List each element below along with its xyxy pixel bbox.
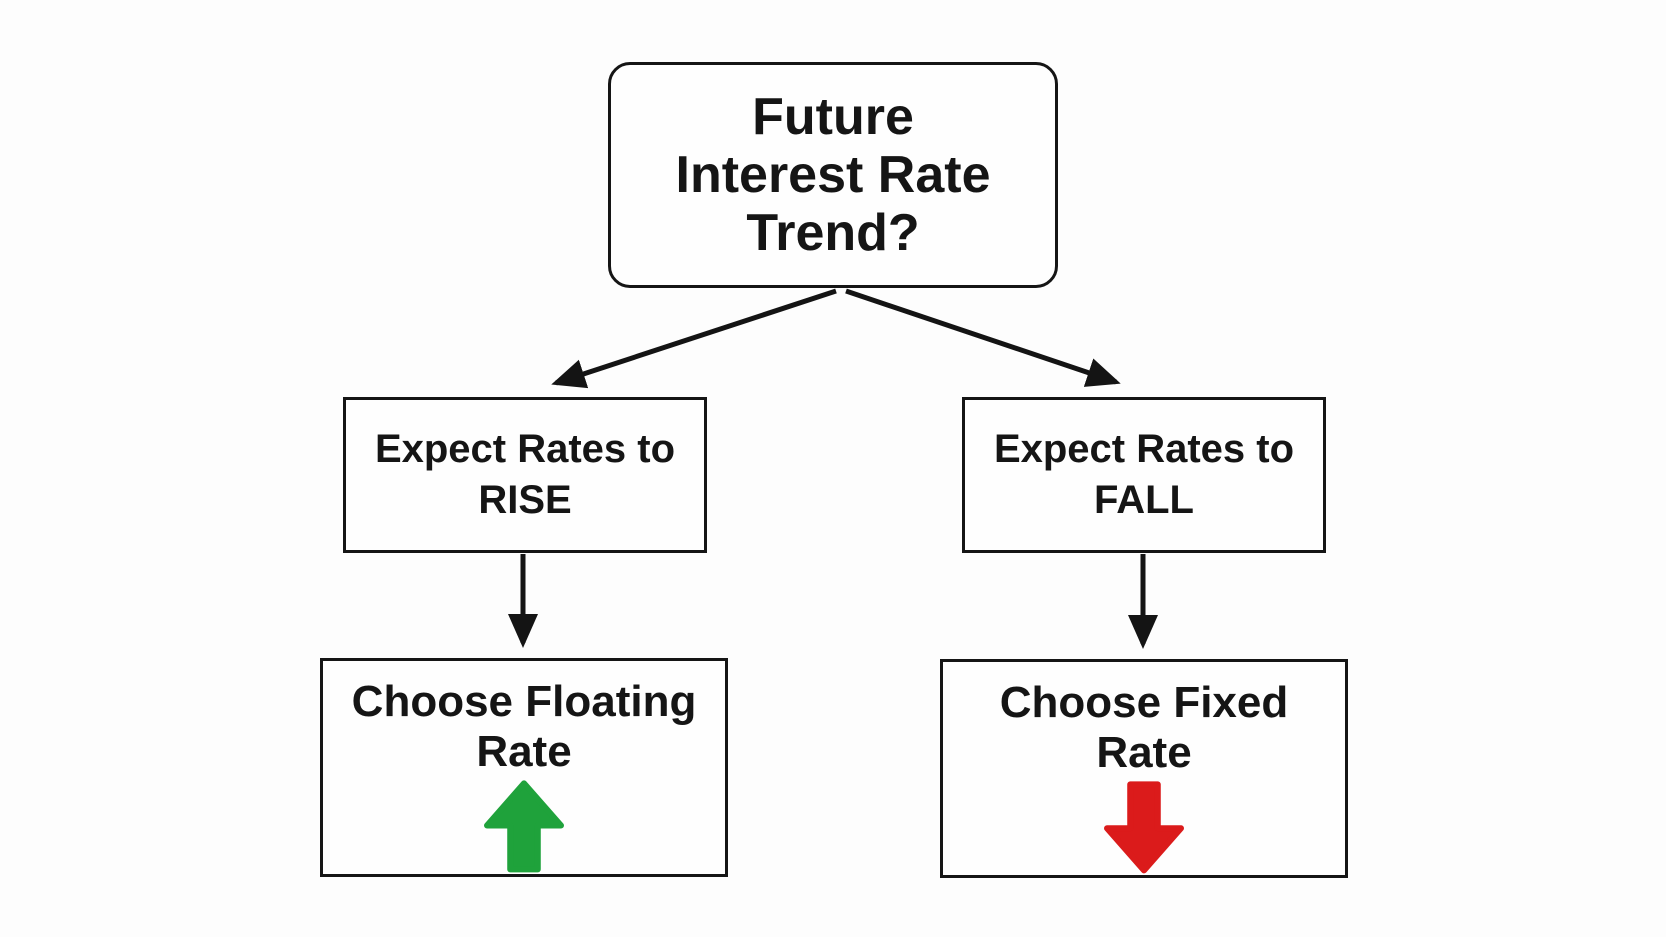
node-text-line: FALL bbox=[1094, 478, 1194, 522]
node-text-line: Choose Fixed bbox=[999, 678, 1289, 727]
node-text-line: Interest Rate bbox=[675, 145, 991, 204]
node-text-line: RISE bbox=[478, 478, 572, 522]
node-text-line: Rate bbox=[476, 727, 572, 777]
node-expect-rates-fall: Expect Rates to FALL bbox=[962, 397, 1326, 553]
node-choose-fixed-rate: Choose Fixed Rate bbox=[940, 659, 1348, 878]
connector-root-to-fall bbox=[845, 288, 1121, 387]
node-text-line: Trend? bbox=[746, 204, 920, 263]
down-arrow-icon bbox=[1104, 781, 1184, 874]
node-future-interest-rate-trend: Future Interest Rate Trend? bbox=[608, 62, 1058, 288]
node-text-line: Expect Rates to bbox=[374, 426, 676, 471]
node-expect-rates-rise: Expect Rates to RISE bbox=[343, 397, 707, 553]
node-text-line: Rate bbox=[1096, 728, 1192, 778]
node-text-line: Expect Rates to bbox=[993, 426, 1295, 471]
node-choose-floating-rate: Choose Floating Rate bbox=[320, 658, 728, 877]
up-arrow-icon bbox=[484, 780, 564, 873]
connector-root-to-rise bbox=[551, 288, 837, 389]
node-text-line: Future bbox=[752, 87, 914, 146]
node-text-line: Choose Floating bbox=[351, 677, 697, 726]
